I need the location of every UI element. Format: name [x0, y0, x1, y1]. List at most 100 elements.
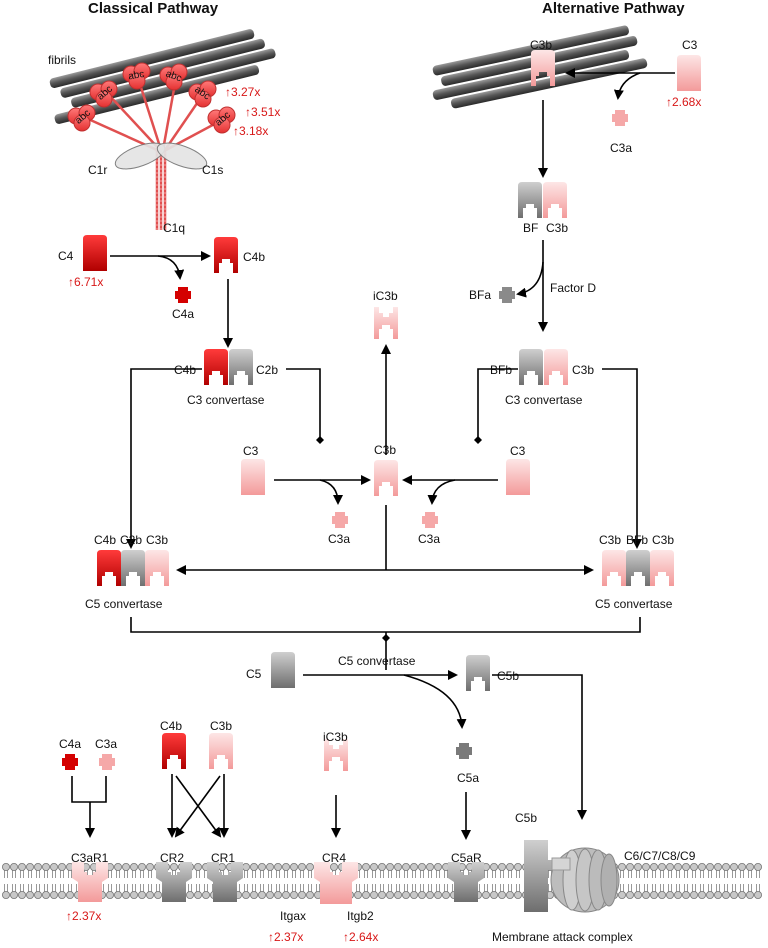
c5b-to-mac-arrow: [492, 674, 587, 820]
itgax-label: Itgax: [280, 909, 306, 923]
center-c3b-shape: [374, 460, 398, 496]
fibrils-label: fibrils: [48, 53, 76, 67]
c3-alt-fold-change: ↑2.68x: [666, 95, 701, 109]
c3-convertase-c2b-shape: [229, 349, 253, 385]
c5-shape: [271, 652, 295, 688]
c3-convertase-c2b-label: C2b: [256, 363, 278, 377]
center-c3a-right-shape: [422, 512, 438, 528]
c1s-label: C1s: [202, 163, 223, 177]
c3a-alt-label: C3a: [610, 141, 632, 155]
membrane-attack-complex: [524, 840, 620, 913]
abc-label-4: abc: [164, 69, 183, 85]
alt-c3conv-bfb-label: BFb: [490, 363, 512, 377]
center-c3b-label: C3b: [374, 443, 396, 457]
c5-convertase-center-label: C5 convertase: [338, 654, 416, 668]
c5conv-alt-bfb-shape: [626, 550, 650, 586]
bfa-shape: [499, 287, 515, 303]
ic3b-top-shape: [374, 307, 398, 339]
c4a-c3a-join-line: [71, 776, 107, 803]
c4a-label: C4a: [172, 307, 194, 321]
center-c3a-right-label: C3a: [418, 532, 440, 546]
bfa-label: BFa: [469, 288, 491, 302]
c5conv-classical-c4b-label: C4b: [94, 533, 116, 547]
c3ar1-label: C3aR1: [71, 851, 109, 865]
c3-to-c3a-arrow: [613, 72, 641, 100]
mac-label: Membrane attack complex: [492, 930, 633, 944]
c3a-alt-shape: [612, 110, 628, 126]
itgax-fold-change: ↑2.37x: [268, 930, 303, 944]
c5-label: C5: [246, 667, 262, 681]
c3-convertase-classical-label: C3 convertase: [187, 393, 265, 407]
c5conv-classical-c2b-shape: [121, 550, 145, 586]
c4b-lower-shape: [162, 733, 186, 769]
c5conv-alt-bfb-label: BFb: [626, 533, 648, 547]
cr4-label: CR4: [322, 851, 346, 865]
c5conv-alt-c3b-right-shape: [650, 550, 674, 586]
factor-d-label: Factor D: [550, 281, 596, 295]
mac-c5b-label: C5b: [515, 811, 537, 825]
c4b-lower-label: C4b: [160, 719, 182, 733]
c3-convertase-alternative-label: C3 convertase: [505, 393, 583, 407]
c5ar-label: C5aR: [451, 851, 482, 865]
itgb2-fold-change: ↑2.64x: [343, 930, 378, 944]
c3-alt-shape: [677, 55, 701, 91]
c3b-lower-shape: [209, 733, 233, 769]
alt-c3conv-line: [477, 368, 518, 440]
c5b-shape: [466, 655, 490, 691]
center-c3a-left-label: C3a: [328, 532, 350, 546]
c1qa-fold-change: ↑3.27x: [225, 85, 260, 99]
c5-convertase-alternative-label: C5 convertase: [595, 597, 673, 611]
center-c3-left-shape: [241, 459, 265, 495]
c5conv-alt-c3b-left-label: C3b: [599, 533, 621, 547]
classical-to-c5conv-arrow: [126, 368, 202, 549]
c3a-lower-label: C3a: [95, 737, 117, 751]
bf-shape: [518, 182, 542, 218]
cr2-label: CR2: [160, 851, 184, 865]
c5conv-classical-c3b-label: C3b: [146, 533, 168, 547]
c4b-label: C4b: [243, 250, 265, 264]
center-c3a-left-shape: [332, 512, 348, 528]
c4a-lower-label: C4a: [59, 737, 81, 751]
c5a-label: C5a: [457, 771, 479, 785]
c5a-shape: [456, 743, 472, 759]
center-c3-right-label: C3: [510, 444, 526, 458]
cr1-label: CR1: [211, 851, 235, 865]
c3b-fibril-label: C3b: [530, 38, 552, 52]
alt-c3conv-c3b-shape: [544, 349, 568, 385]
classical-c3conv-line: [286, 368, 321, 440]
center-c3-left-label: C3: [243, 444, 259, 458]
c1-complex: abc abc abc abc abc abc: [67, 62, 236, 230]
c5conv-classical-c3b-shape: [145, 550, 169, 586]
c4-to-c4a-arrow: [157, 255, 185, 280]
c4-label: C4: [58, 249, 74, 263]
c3-convertase-c4b-shape: [204, 349, 228, 385]
alt-c3conv-c3b-label: C3b: [572, 363, 594, 377]
alternative-pathway-heading: Alternative Pathway: [542, 0, 685, 17]
c4a-lower-shape: [62, 754, 78, 770]
c4b-shape: [214, 237, 238, 273]
cr4-receptor: [314, 862, 358, 904]
abc-label-3: abc: [127, 69, 145, 83]
c5conv-alt-c3b-right-label: C3b: [652, 533, 674, 547]
bf-to-bfa-arrow: [516, 261, 544, 298]
c3b-lower-label: C3b: [210, 719, 232, 733]
c5conv-alt-c3b-left-shape: [602, 550, 626, 586]
c3-alt-label: C3: [682, 38, 698, 52]
left-c3-to-c3a-arrow: [319, 479, 343, 505]
bf-label: BF: [523, 221, 538, 235]
c4-fold-change: ↑6.71x: [68, 275, 103, 289]
cell-membrane: [2, 863, 763, 900]
alt-c3conv-bfb-shape: [519, 349, 543, 385]
itgb2-label: Itgb2: [347, 909, 374, 923]
right-c3-to-c3a-arrow: [427, 479, 456, 505]
center-c3-right-shape: [506, 459, 530, 495]
c1r-label: C1r: [88, 163, 107, 177]
c5conv-classical-c2b-label: C2b: [120, 533, 142, 547]
bf-c3b-shape: [543, 182, 567, 218]
c5-convertase-classical-label: C5 convertase: [85, 597, 163, 611]
c3b-to-cr2-arrow: [174, 775, 221, 838]
ic3b-top-label: iC3b: [373, 289, 398, 303]
c1qc-fold-change: ↑3.18x: [233, 124, 268, 138]
c5-to-c5a-arrow: [403, 674, 467, 729]
